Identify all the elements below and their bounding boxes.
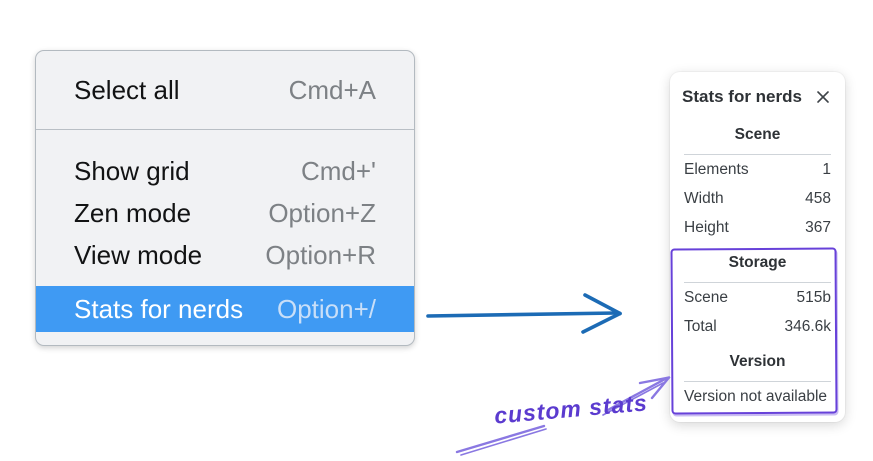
menu-item-shortcut: Cmd+A <box>288 74 376 105</box>
menu-item-show-grid[interactable]: Show grid Cmd+' <box>36 150 414 192</box>
stat-label: Height <box>684 218 729 236</box>
menu-item-label: Zen mode <box>74 197 192 228</box>
menu-item-zen-mode[interactable]: Zen mode Option+Z <box>36 192 414 234</box>
stats-panel: Stats for nerds Scene Elements 1 Width 4… <box>670 72 845 422</box>
close-icon <box>817 91 829 103</box>
custom-stats-annotation: custom stats <box>493 389 649 429</box>
stat-label: Total <box>684 317 717 335</box>
stat-row-total-storage: Total 346.6k <box>682 312 833 341</box>
menu-item-label: View mode <box>74 239 203 270</box>
section-heading-version: Version <box>729 353 786 370</box>
menu-divider <box>36 129 414 130</box>
menu-item-stats-for-nerds[interactable]: Stats for nerds Option+/ <box>36 286 414 332</box>
section-divider <box>684 282 831 283</box>
section-heading-scene: Scene <box>734 126 781 143</box>
blue-arrow <box>426 293 622 334</box>
stat-label: Elements <box>684 160 749 178</box>
stat-row-height: Height 367 <box>682 213 833 242</box>
stat-value: 346.6k <box>784 317 831 335</box>
section-heading-storage: Storage <box>728 254 787 271</box>
stat-value: 1 <box>822 160 831 178</box>
section-divider <box>684 154 831 155</box>
menu-section-top: Select all Cmd+A <box>36 51 414 129</box>
stat-label: Width <box>684 189 724 207</box>
menu-item-shortcut: Cmd+' <box>300 155 376 186</box>
stat-row-elements: Elements 1 <box>682 155 833 184</box>
stats-panel-header: Stats for nerds <box>682 86 833 108</box>
menu-item-shortcut: Option+R <box>265 239 376 270</box>
stat-row-scene-storage: Scene 515b <box>682 283 833 312</box>
close-button[interactable] <box>813 87 833 107</box>
stat-value: 367 <box>805 218 831 236</box>
menu-item-shortcut: Option+Z <box>268 197 376 228</box>
menu-item-label: Select all <box>74 74 180 105</box>
context-menu: Select all Cmd+A Show grid Cmd+' Zen mod… <box>35 50 415 346</box>
stats-panel-title: Stats for nerds <box>682 87 802 106</box>
stat-row-width: Width 458 <box>682 184 833 213</box>
menu-item-shortcut: Option+/ <box>276 293 376 324</box>
stat-label: Scene <box>684 288 728 306</box>
menu-section-bottom: Show grid Cmd+' Zen mode Option+Z View m… <box>36 130 414 345</box>
stat-value: 515b <box>796 288 831 306</box>
version-note: Version not available <box>684 388 828 405</box>
menu-item-view-mode[interactable]: View mode Option+R <box>36 234 414 276</box>
section-divider <box>684 381 831 382</box>
menu-item-label: Show grid <box>74 155 190 186</box>
menu-item-select-all[interactable]: Select all Cmd+A <box>36 69 414 111</box>
menu-item-label: Stats for nerds <box>74 293 244 324</box>
stat-value: 458 <box>805 189 831 207</box>
